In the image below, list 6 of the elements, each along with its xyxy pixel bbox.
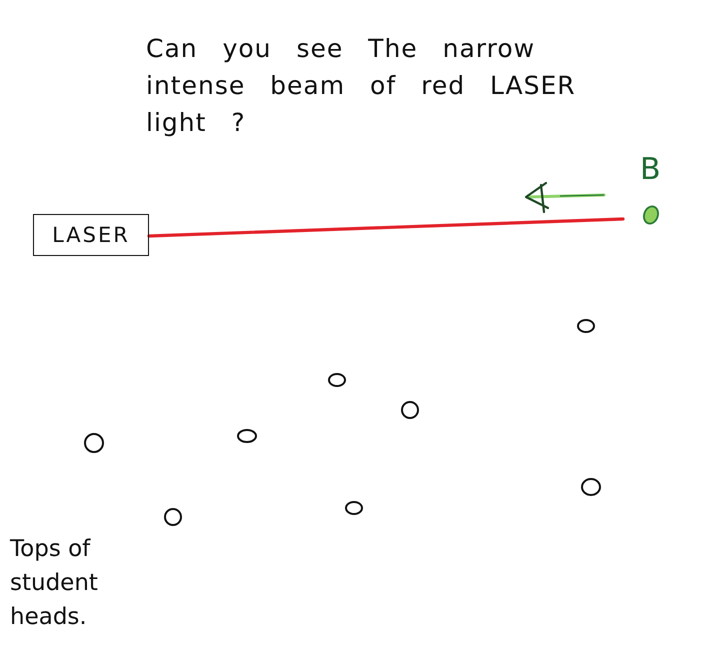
laser-beam bbox=[147, 217, 625, 238]
target-dot bbox=[643, 205, 659, 225]
question-text: Can you see The narrow intense beam of red LASER light ? bbox=[146, 33, 577, 139]
point-label: B bbox=[640, 152, 661, 187]
laser-box: LASER bbox=[33, 214, 149, 256]
note-text: Tops of student heads. bbox=[10, 535, 99, 632]
